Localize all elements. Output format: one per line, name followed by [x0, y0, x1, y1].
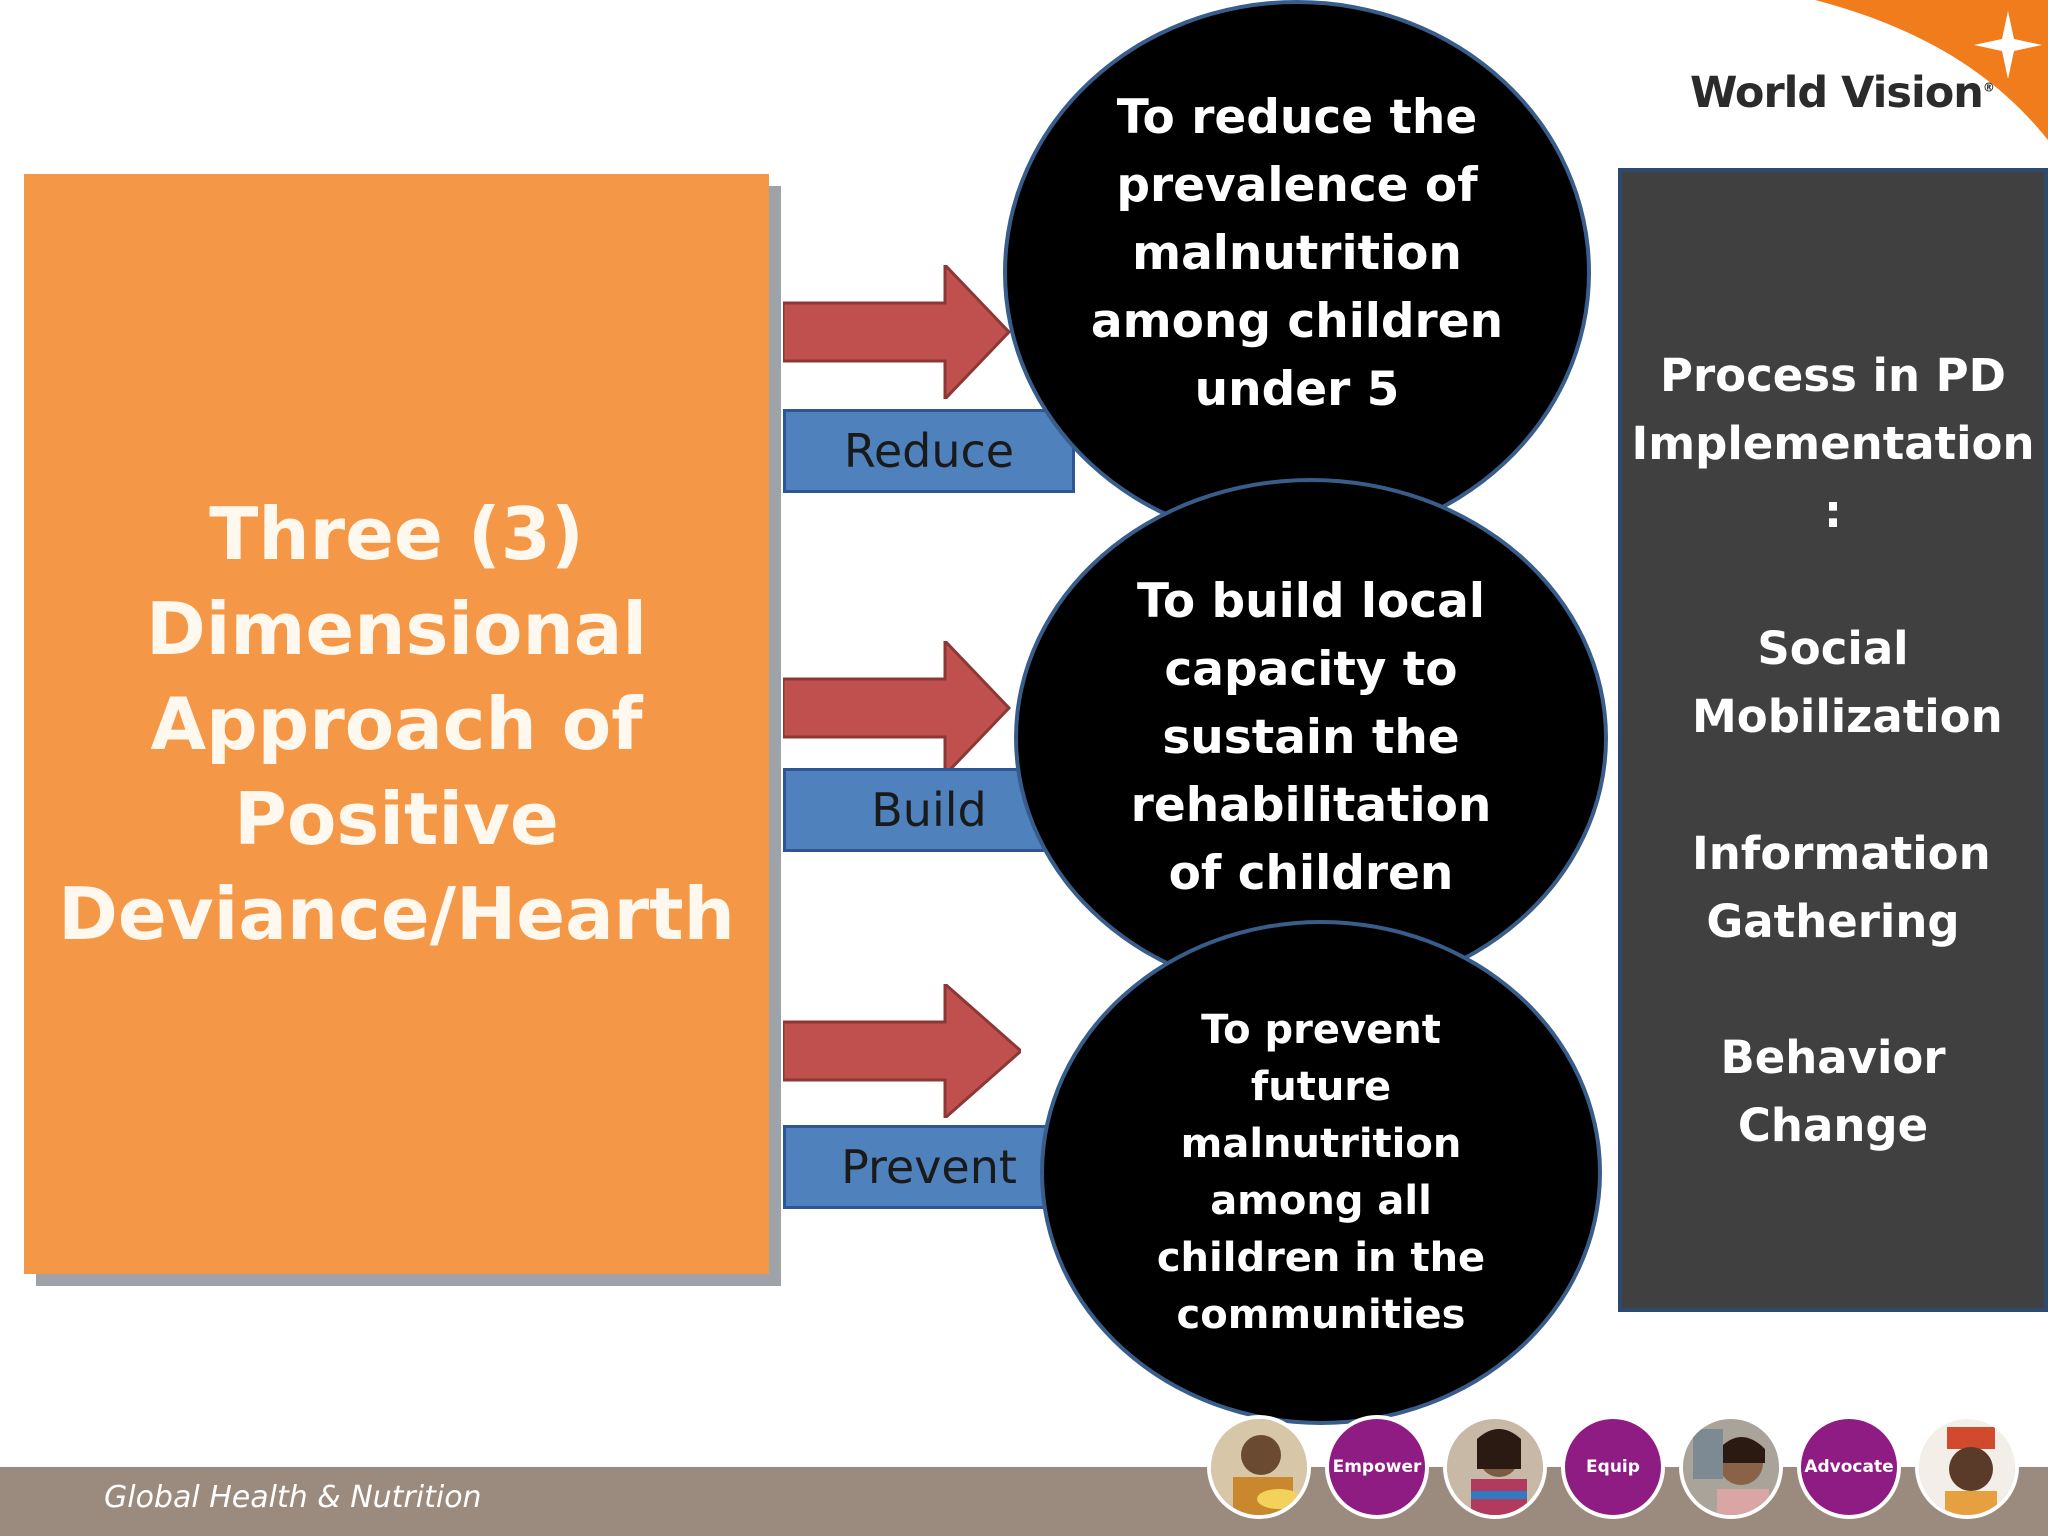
reduce-goal-circle: To reduce the prevalence of malnutrition… — [1003, 0, 1591, 545]
child-photo — [1679, 1415, 1783, 1519]
child-photo — [1207, 1415, 1311, 1519]
child-photo — [1443, 1415, 1547, 1519]
build-goal-text: To build local capacity to sustain the r… — [1130, 574, 1492, 901]
approach-title: Three (3) Dimensional Approach of Positi… — [58, 491, 735, 956]
build-arrow — [783, 641, 1012, 775]
process-item: Information Gathering — [1692, 827, 1991, 948]
empower-badge: Empower — [1325, 1415, 1429, 1519]
build-goal-circle: To build local capacity to sustain the r… — [1014, 478, 1608, 998]
brand-mark: ® — [1982, 80, 1995, 95]
reduce-label: Reduce — [783, 409, 1075, 493]
process-item: Behavior Change — [1720, 1031, 1946, 1152]
approach-box: Three (3) Dimensional Approach of Positi… — [24, 174, 769, 1274]
reduce-arrow — [783, 265, 1012, 399]
prevent-goal-text: To prevent future malnutrition among all… — [1156, 1006, 1486, 1338]
prevent-arrow — [783, 984, 1021, 1118]
process-heading: Process in PD Implementation — [1631, 349, 2035, 470]
prevent-goal-circle: To prevent future malnutrition among all… — [1040, 920, 1602, 1425]
equip-badge: Equip — [1561, 1415, 1665, 1519]
world-vision-logo: World Vision® — [1690, 68, 1995, 118]
advocate-badge: Advocate — [1797, 1415, 1901, 1519]
reduce-goal-text: To reduce the prevalence of malnutrition… — [1090, 90, 1504, 417]
brand-name: World Vision — [1690, 68, 1984, 118]
process-colon: : — [1824, 485, 1842, 538]
star-icon — [1974, 11, 2042, 79]
process-panel: Process in PD Implementation : Social Mo… — [1618, 168, 2048, 1312]
prevent-label: Prevent — [783, 1125, 1075, 1209]
process-item: Social Mobilization — [1692, 622, 2003, 743]
child-photo — [1915, 1415, 2019, 1519]
footer-title: Global Health & Nutrition — [104, 1480, 482, 1515]
